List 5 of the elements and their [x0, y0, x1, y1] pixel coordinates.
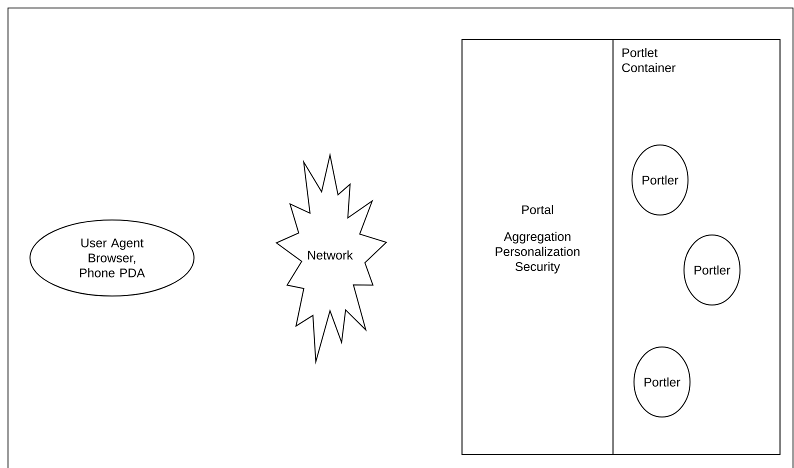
ellipse-node: User Agent Browser, Phone PDA — [30, 220, 194, 296]
column-box: Portal Aggregation Personalization Security — [462, 39, 614, 455]
ellipse-node: Portler — [632, 144, 688, 216]
ellipse-node: Portler — [684, 234, 741, 306]
ellipse-node: Portler — [634, 346, 690, 418]
